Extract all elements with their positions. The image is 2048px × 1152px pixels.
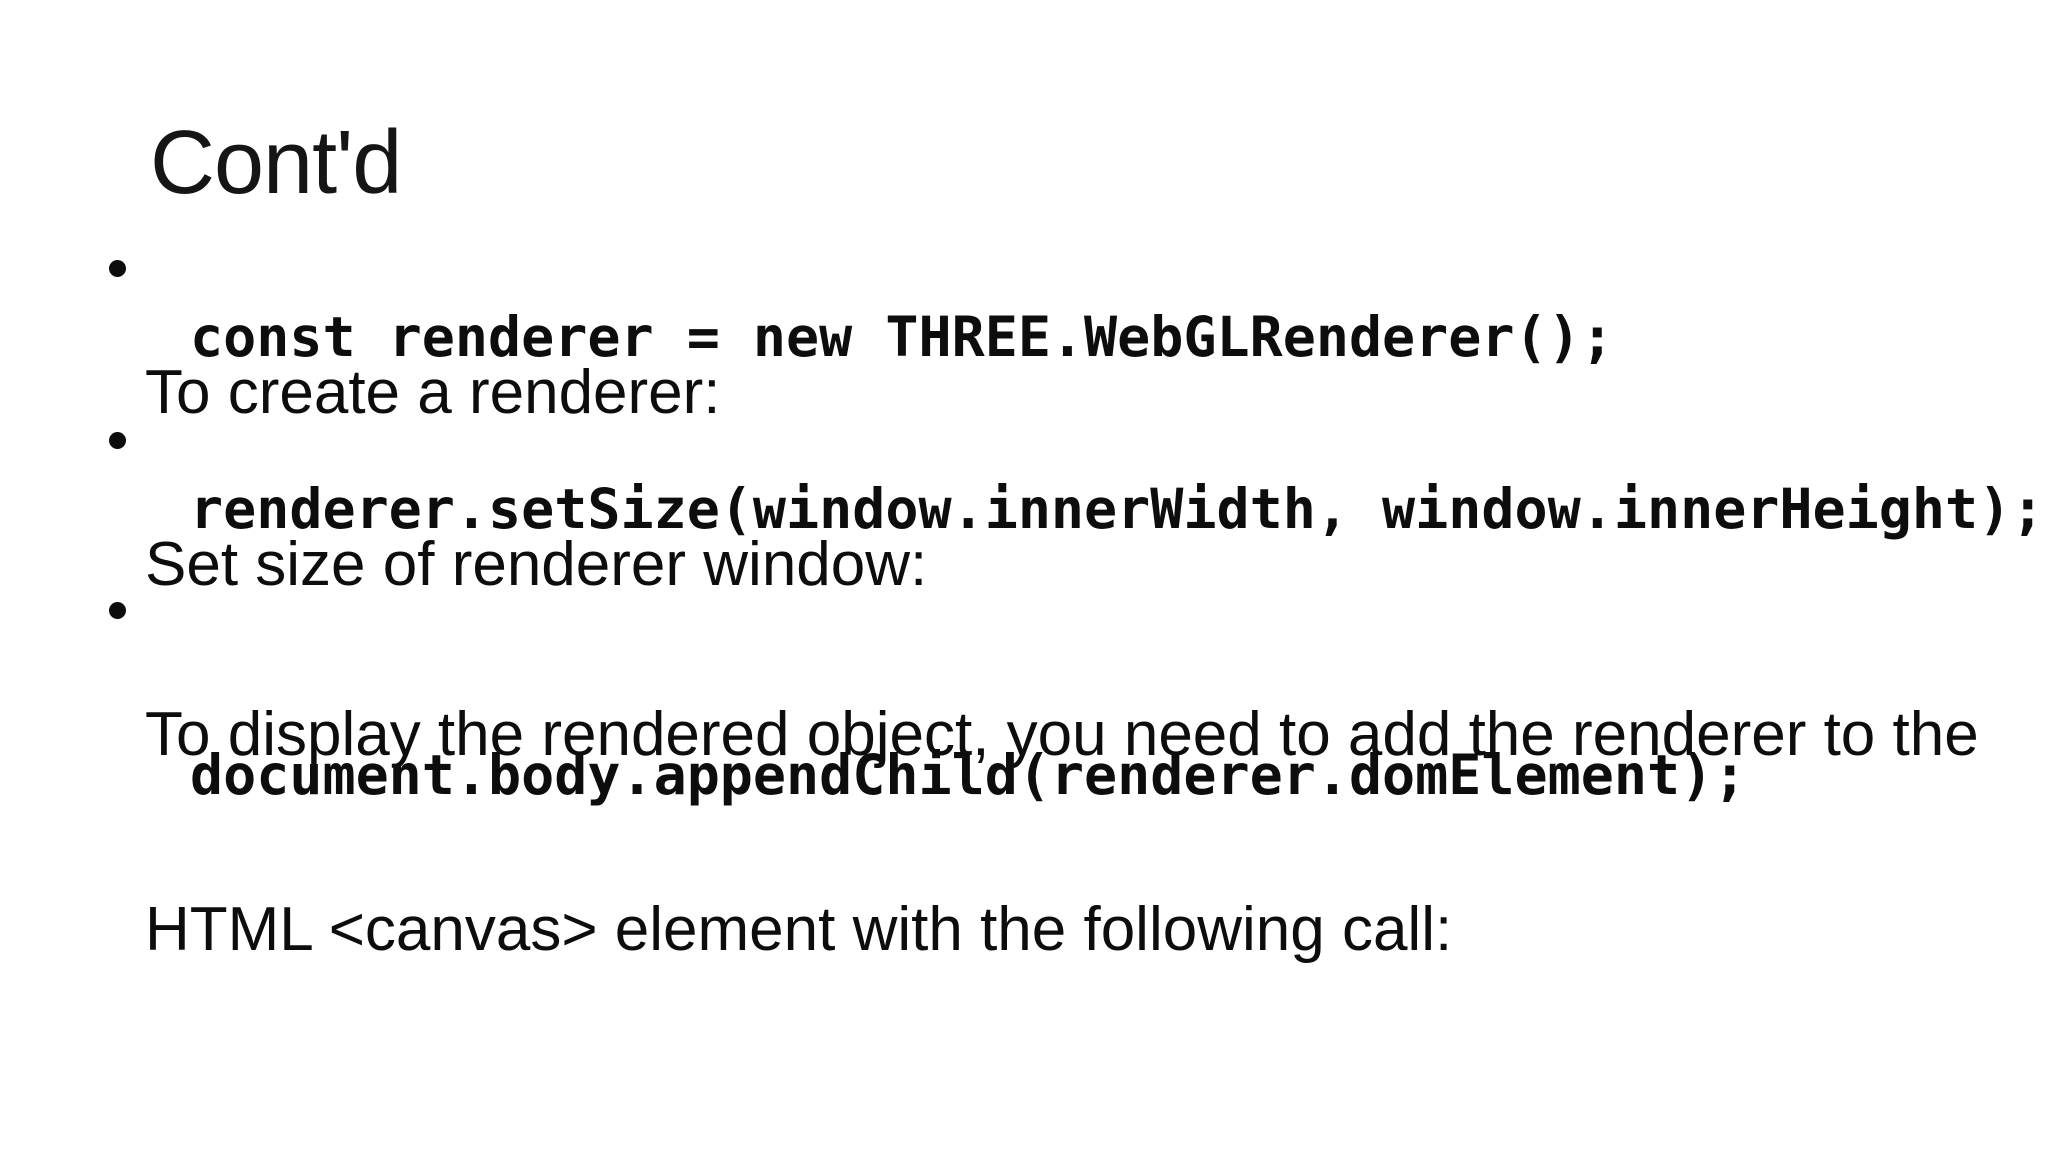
bullet-dot-icon (109, 432, 126, 449)
bullet-text-line: To display the rendered object, you need… (145, 700, 1979, 770)
bullet-dot-icon (109, 260, 126, 277)
code-line-append-child: document.body.appendChild(renderer.domEl… (190, 743, 1747, 807)
bullet-item-set-size: Set size of renderer window: (106, 402, 927, 727)
bullet-dot-icon (109, 602, 126, 619)
slide-title: Cont'd (150, 113, 402, 213)
bullet-item-display-object: To display the rendered object, you need… (106, 572, 1979, 1093)
bullet-text-line: To create a renderer: (145, 358, 721, 428)
bullet-marker (106, 572, 145, 619)
bullet-text: Set size of renderer window: (145, 402, 927, 727)
code-line-set-size: renderer.setSize(window.innerWidth, wind… (190, 477, 2045, 541)
bullet-marker (106, 230, 145, 277)
bullet-marker (106, 402, 145, 449)
bullet-text: To display the rendered object, you need… (145, 572, 1979, 1093)
bullet-text-line: Set size of renderer window: (145, 530, 928, 600)
code-line-create-renderer: const renderer = new THREE.WebGLRenderer… (190, 305, 1614, 369)
bullet-item-create-renderer: To create a renderer: (106, 230, 721, 555)
bullet-text-line: HTML <canvas> element with the following… (145, 895, 1453, 965)
bullet-text: To create a renderer: (145, 230, 721, 555)
